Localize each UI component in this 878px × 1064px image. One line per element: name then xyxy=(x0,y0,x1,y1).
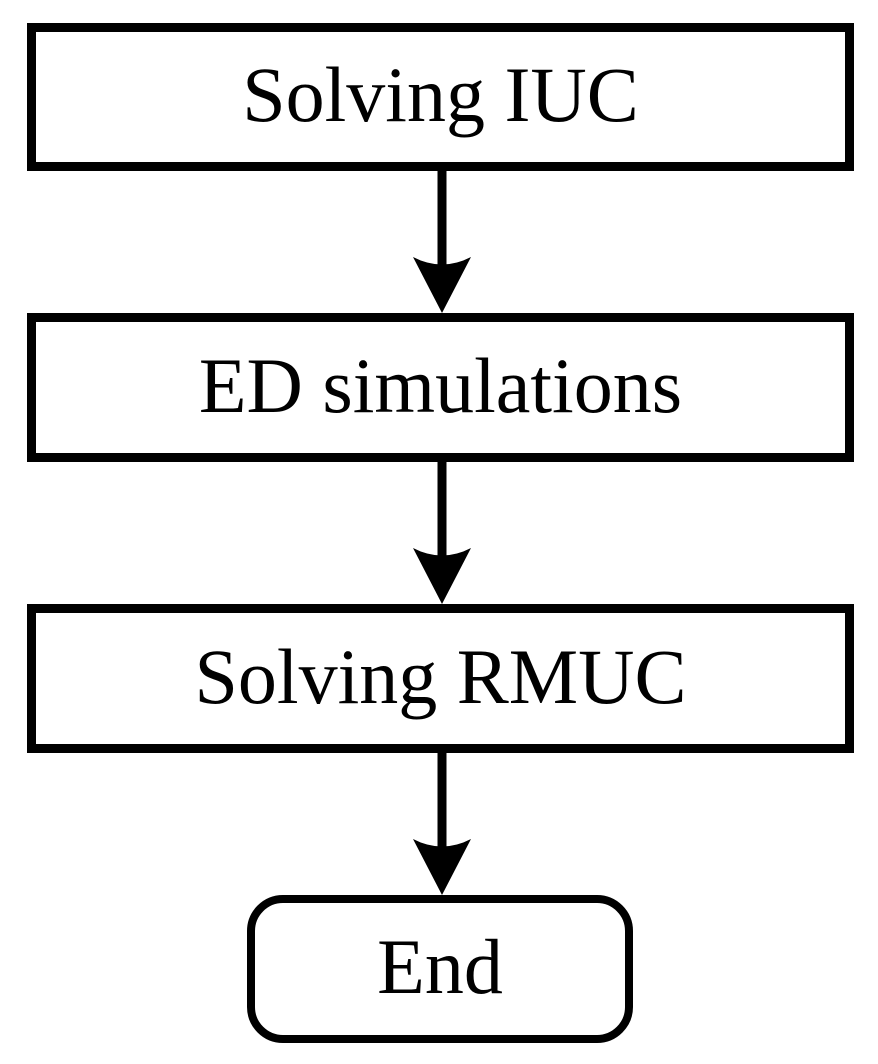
flowchart-node-ed-simulations: ED simulations xyxy=(27,313,854,462)
arrow-down-icon xyxy=(411,171,473,313)
node-label-end: End xyxy=(377,923,503,1010)
flowchart-node-solving-rmuc: Solving RMUC xyxy=(27,604,854,753)
flowchart-node-end: End xyxy=(247,895,633,1043)
node-label-solving-iuc: Solving IUC xyxy=(242,51,639,138)
node-label-solving-rmuc: Solving RMUC xyxy=(194,632,687,720)
node-label-ed-simulations: ED simulations xyxy=(198,341,683,429)
arrow-down-icon xyxy=(411,753,473,895)
flowchart-node-solving-iuc: Solving IUC xyxy=(27,23,854,171)
arrow-down-icon xyxy=(411,462,473,604)
